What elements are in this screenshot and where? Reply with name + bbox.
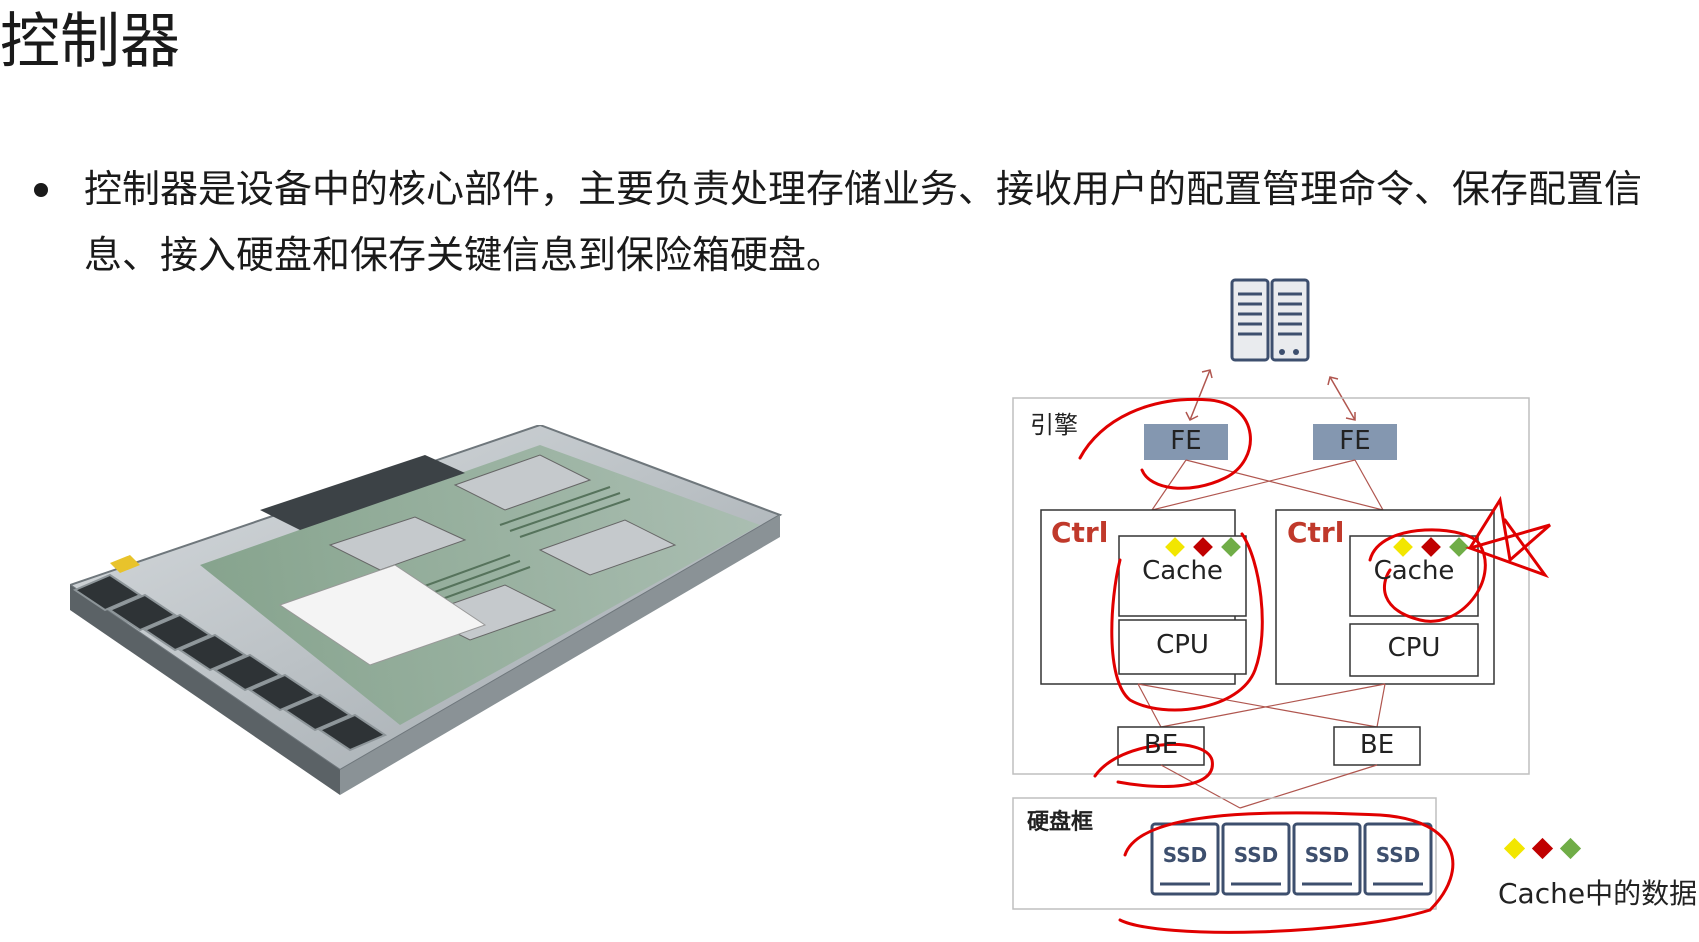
cpu-label: CPU [1387,633,1441,663]
ssd-label: SSD [1304,843,1350,867]
bullet-text: 控制器是设备中的核心部件，主要负责处理存储业务、接收用户的配置管理命令、保存配置… [84,167,1643,277]
disk-enclosure-frame [1012,797,1437,910]
fe-label: FE [1170,426,1202,456]
ssd-label: SSD [1162,843,1208,867]
bullet-marker [34,183,48,197]
cpu-label: CPU [1156,630,1209,660]
ssd-label: SSD [1233,843,1279,867]
ctrl-label: Ctrl [1287,516,1345,549]
engine-frame [1012,397,1530,775]
cache-data-dots [1165,537,1469,557]
handwritten-annotations [1078,397,1551,934]
be-label: BE [1143,730,1179,760]
fe-box [1144,424,1228,460]
engine-label: 引擎 [1030,411,1078,439]
legend-label: Cache中的数据 [1498,877,1698,910]
server-rack-icon [1230,278,1310,362]
disk-enclosure-label: 硬盘框 [1027,810,1094,835]
cpu-box [1118,619,1247,675]
ctrl-label: Ctrl [1051,516,1109,549]
ssd-drives [1150,822,1433,896]
slide-title: 控制器 [0,7,180,77]
fe-label: FE [1339,426,1371,456]
ssd-label: SSD [1375,843,1421,867]
cache-label: Cache [1373,556,1455,586]
cpu-box [1349,623,1479,677]
fe-box [1313,424,1397,460]
be-label: BE [1359,730,1395,760]
legend-dots [1503,837,1582,860]
cache-label: Cache [1142,556,1223,586]
controller-hardware-image [70,425,783,795]
be-box [1333,726,1421,766]
